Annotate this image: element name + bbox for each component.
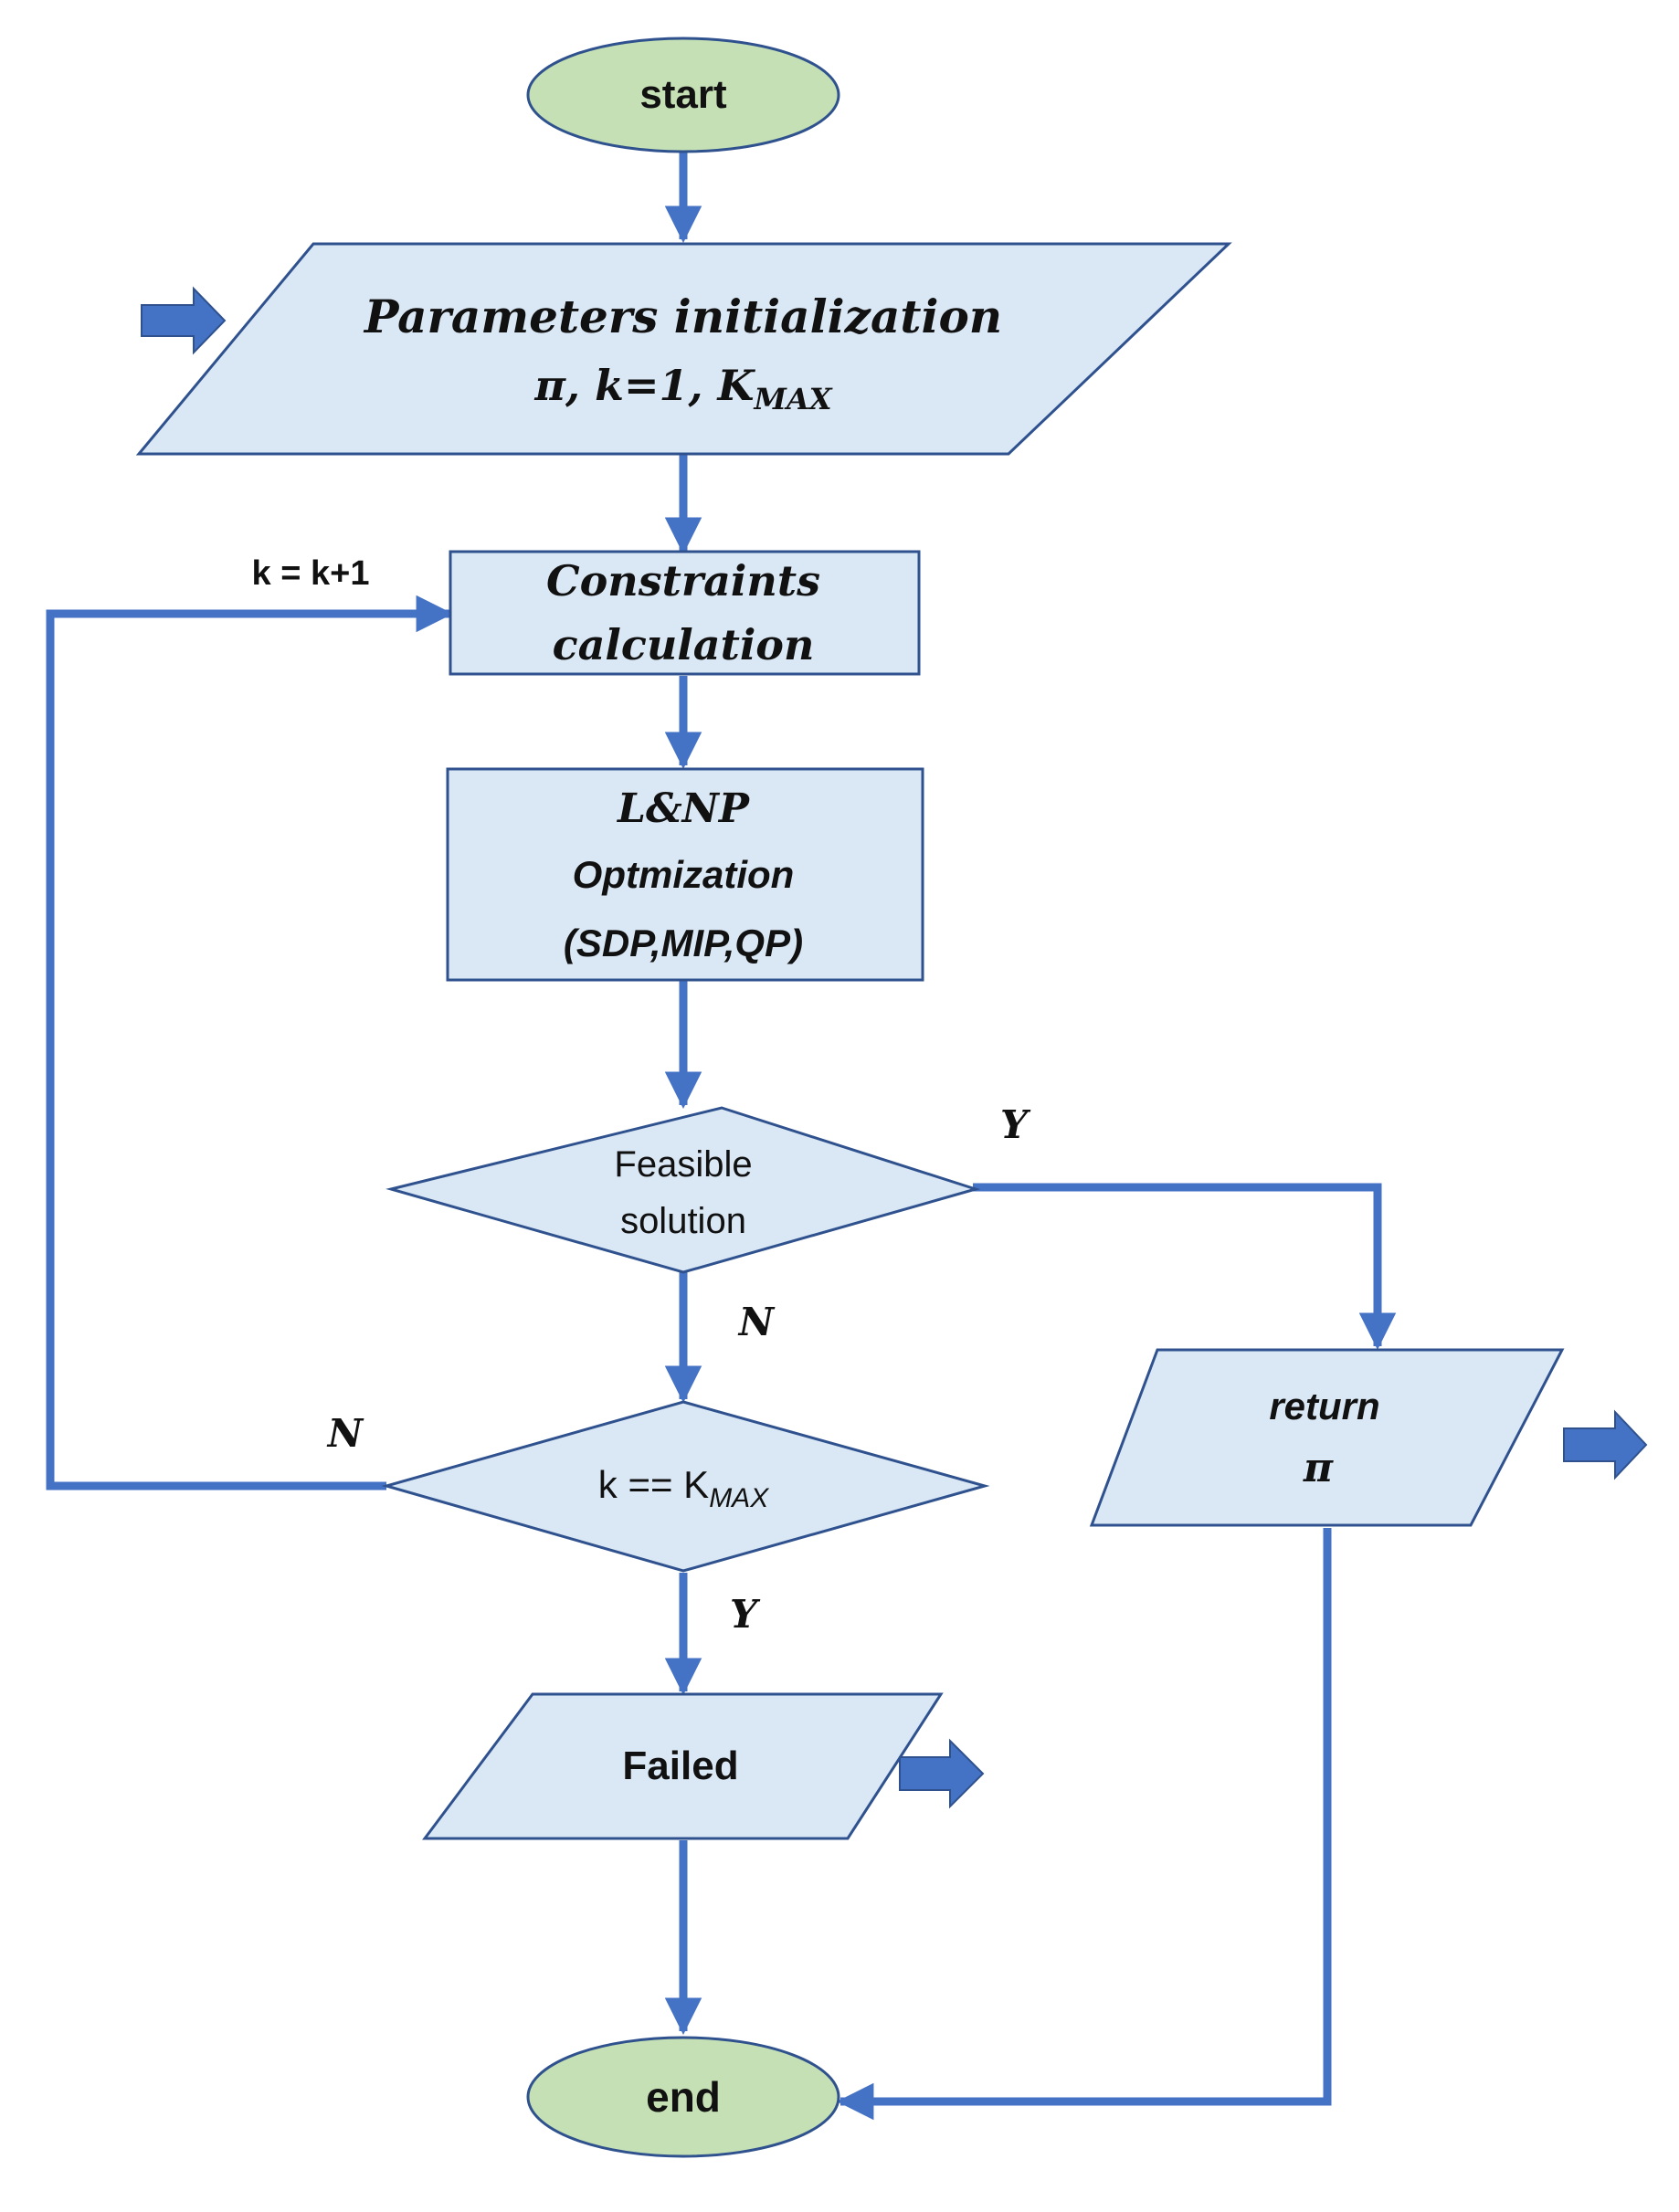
node-end: end bbox=[526, 2036, 840, 2158]
init-params: π, k=1, KMAX bbox=[533, 361, 832, 416]
feasible-yes-label: Y bbox=[1000, 1102, 1031, 1147]
init-title: Parameters initialization bbox=[363, 290, 1002, 343]
optimization-line3: (SDP,MIP,QP) bbox=[564, 922, 803, 965]
optimization-line1: L&NP bbox=[616, 785, 751, 832]
feasible-no-label: N bbox=[737, 1300, 776, 1344]
feasible-line1: Feasible bbox=[614, 1144, 752, 1185]
optimization-line2: Optmization bbox=[573, 853, 795, 896]
node-optimization: L&NP Optmization (SDP,MIP,QP) bbox=[446, 767, 924, 982]
output-block-arrow-return bbox=[1563, 1409, 1648, 1480]
feasible-line2: solution bbox=[620, 1201, 746, 1241]
kcheck-label: k == KMAX bbox=[598, 1463, 769, 1513]
node-failed: Failed bbox=[422, 1692, 944, 1840]
edge-return-to-end bbox=[836, 1528, 1332, 2121]
node-constraints-calculation: Constraints calculation bbox=[449, 550, 921, 676]
output-block-arrow-failed bbox=[899, 1738, 985, 1809]
constraints-line2: calculation bbox=[553, 620, 815, 669]
edge-feasible-yes bbox=[973, 1183, 1397, 1351]
return-line2: π bbox=[1303, 1445, 1334, 1491]
start-label: start bbox=[639, 72, 727, 117]
edge-kcheck-no-loop bbox=[46, 595, 454, 1490]
loop-label: k = k+1 bbox=[252, 554, 370, 593]
node-parameters-initialization: Parameters initialization π, k=1, KMAX bbox=[135, 242, 1232, 456]
return-line1: return bbox=[1269, 1385, 1379, 1427]
node-return: return π bbox=[1089, 1348, 1565, 1527]
constraints-line1: Constraints bbox=[546, 556, 820, 606]
failed-label: Failed bbox=[622, 1743, 738, 1788]
node-k-equals-kmax: k == KMAX bbox=[381, 1400, 990, 1573]
input-block-arrow bbox=[141, 286, 227, 355]
end-label: end bbox=[646, 2073, 721, 2121]
connectors bbox=[46, 151, 1397, 2121]
node-start: start bbox=[526, 37, 840, 153]
kcheck-no-label: N bbox=[326, 1411, 364, 1456]
node-feasible-solution: Feasible solution bbox=[385, 1106, 981, 1274]
kcheck-yes-label: Y bbox=[730, 1592, 761, 1637]
